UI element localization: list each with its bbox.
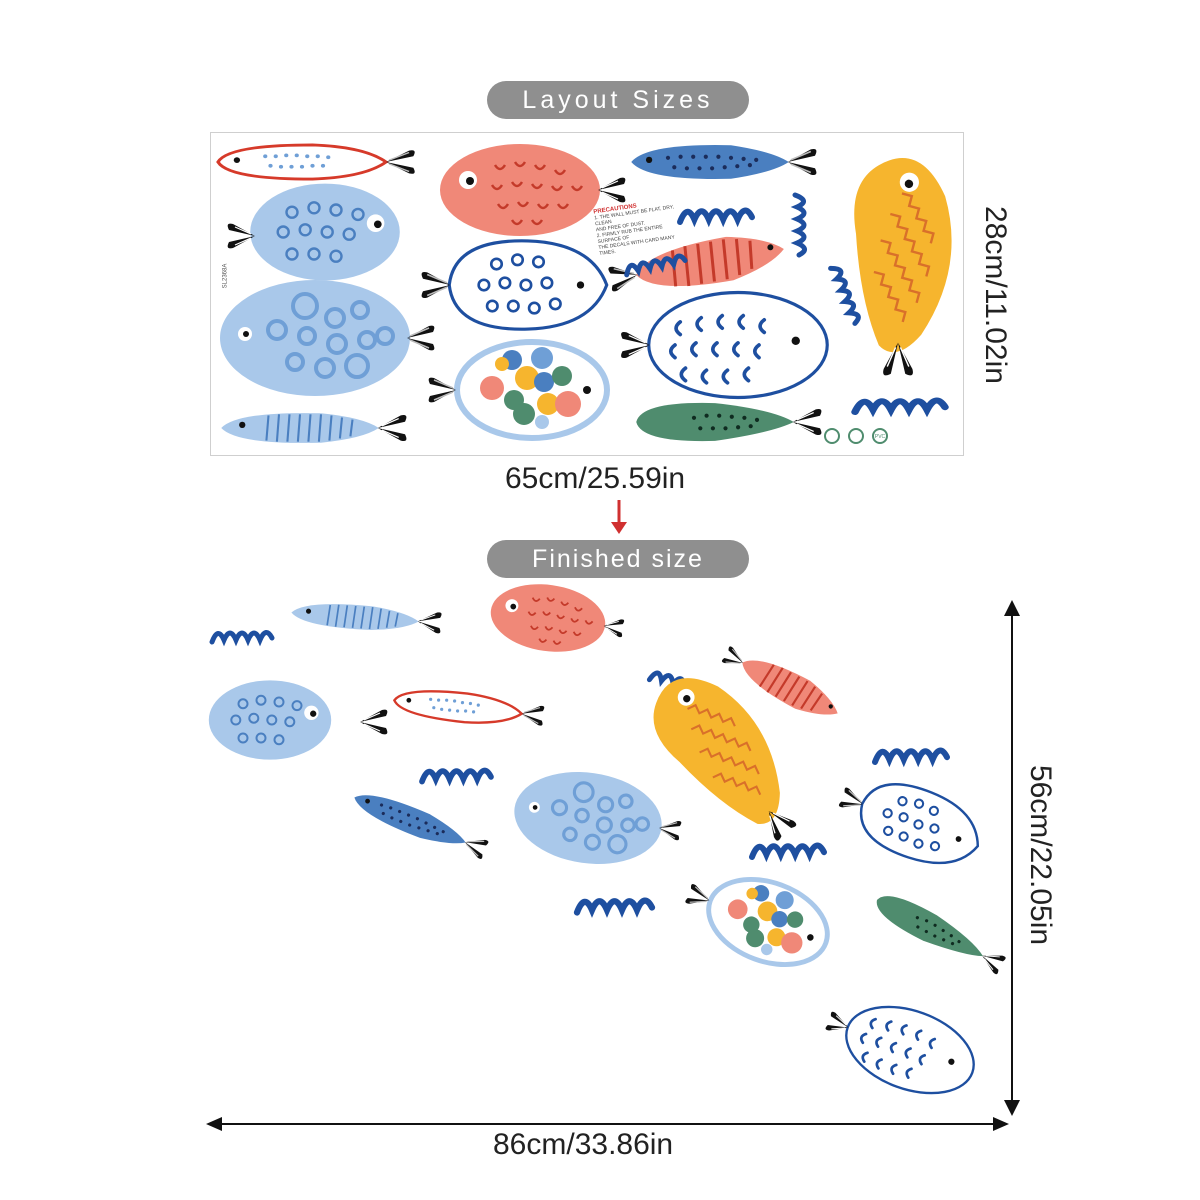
fish-stripe-light-blue	[221, 413, 406, 443]
fish-bubble	[429, 342, 607, 438]
fish-red-outline	[218, 145, 415, 179]
finished-size-label: Finished size	[487, 540, 749, 578]
fish-navy-skinny	[631, 145, 816, 179]
height-dimension-arrow	[1004, 600, 1020, 1116]
fish-salmon-scaled	[440, 144, 625, 236]
fish-light-blue-dotted	[248, 182, 402, 282]
down-arrow-icon	[611, 500, 627, 534]
fish-navy-scaled	[621, 293, 827, 398]
fish-big-light-blue	[220, 280, 434, 396]
sheet-badges: PVC	[824, 428, 888, 444]
width-dimension-arrow	[206, 1117, 1009, 1131]
sheet-width-label: 65cm/25.59in	[505, 462, 686, 495]
fish-navy-dotted	[422, 241, 607, 329]
finished-width-label: 86cm/33.86in	[493, 1128, 674, 1161]
finished-height-label: 56cm/22.05in	[1024, 764, 1057, 946]
fish-green	[636, 403, 821, 441]
layout-sizes-label: Layout Sizes	[487, 81, 749, 119]
pvc-badge: PVC	[875, 434, 886, 440]
sheet-height-label: 28cm/11.02in	[979, 206, 1012, 384]
